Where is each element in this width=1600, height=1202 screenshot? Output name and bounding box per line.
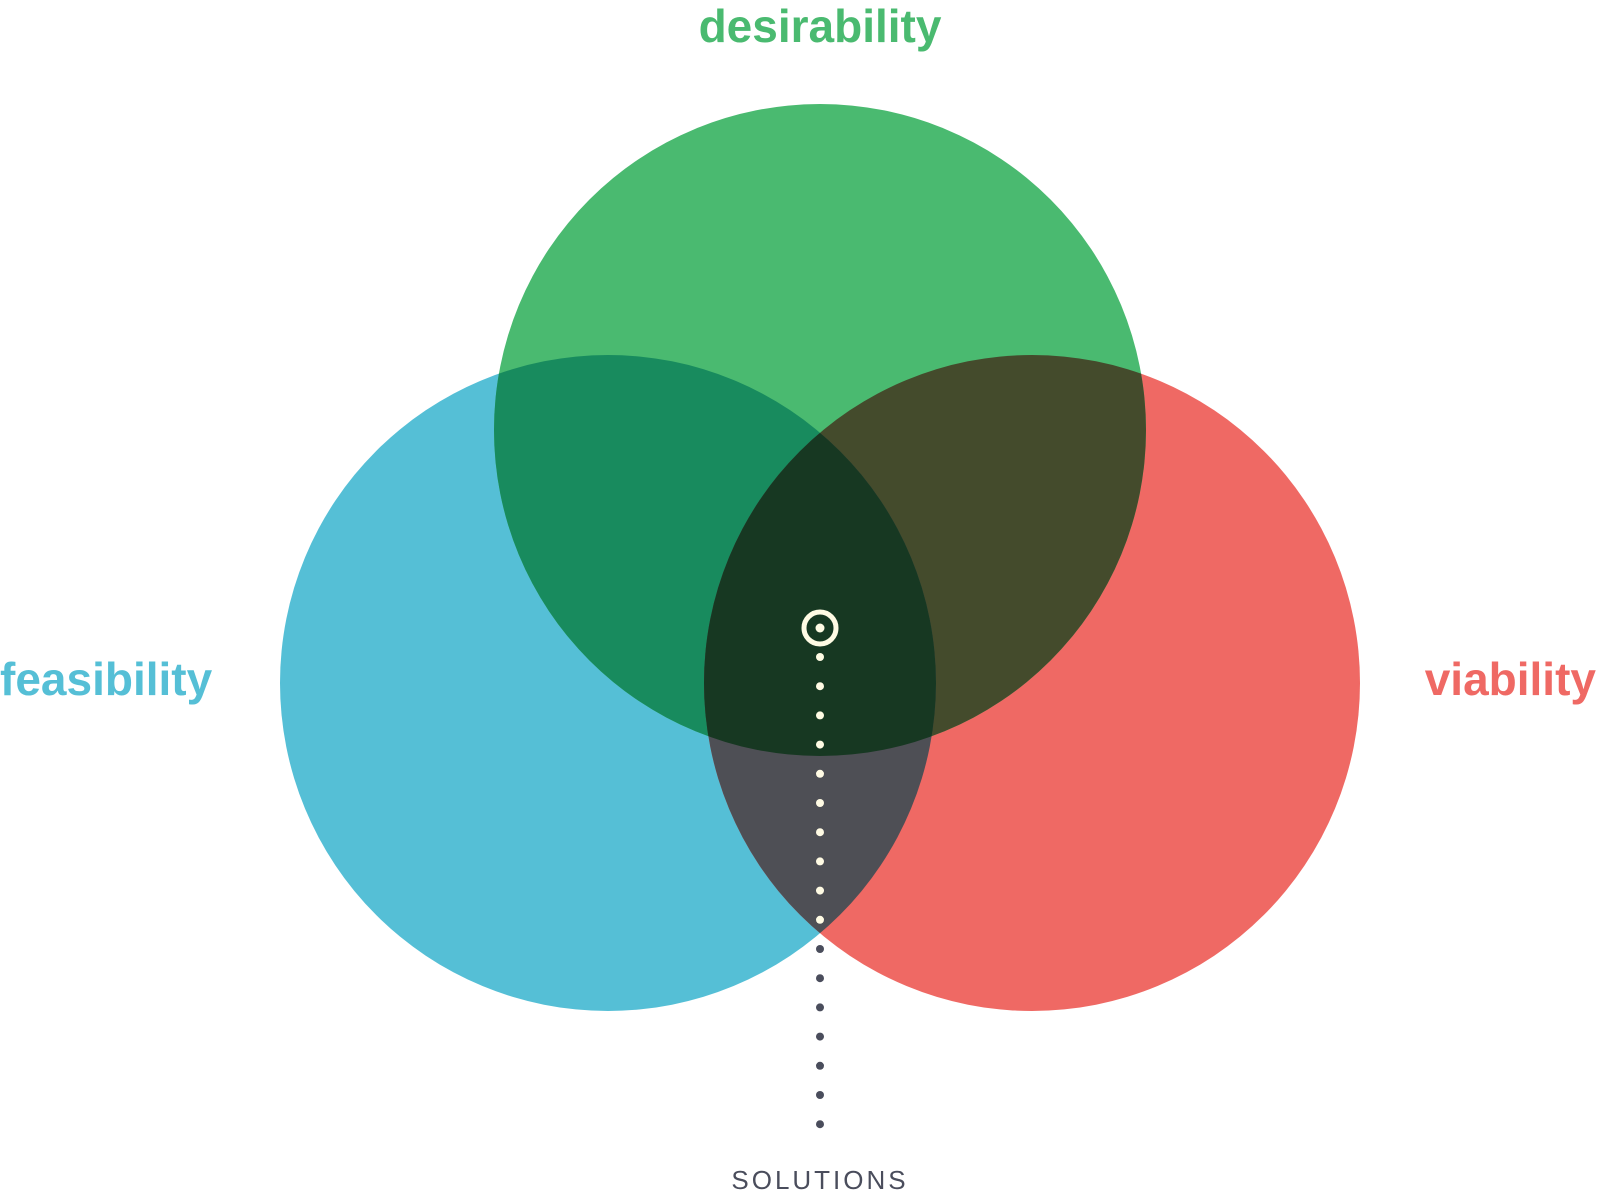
solutions-line-dot xyxy=(816,974,824,983)
feasibility-label: feasibility xyxy=(0,653,213,705)
desirability-label: desirability xyxy=(699,0,942,52)
solutions-line-dot xyxy=(816,1061,824,1070)
solutions-dotted-line xyxy=(816,653,824,1129)
solutions-line-dot xyxy=(816,886,824,895)
solutions-line-dot xyxy=(816,769,824,778)
solutions-line-dot xyxy=(816,1120,824,1129)
solutions-line-dot xyxy=(816,915,824,924)
solutions-line-dot xyxy=(816,945,824,953)
solutions-line-dot xyxy=(816,711,824,720)
target-icon xyxy=(801,609,839,647)
solutions-label: SOLUTIONS xyxy=(731,1165,908,1195)
solutions-line-dot xyxy=(816,1091,824,1099)
solutions-line-dot xyxy=(816,1003,824,1012)
solutions-line-dot xyxy=(816,653,824,661)
solutions-line-dot xyxy=(816,857,824,866)
solutions-line-dot xyxy=(816,682,824,691)
solutions-line-dot xyxy=(816,740,824,749)
all-three-overlap xyxy=(704,355,936,756)
viability-label: viability xyxy=(1425,653,1597,705)
solutions-line-dot xyxy=(816,828,824,837)
solutions-line-dot xyxy=(816,799,824,807)
solutions-line-dot xyxy=(816,1032,824,1041)
